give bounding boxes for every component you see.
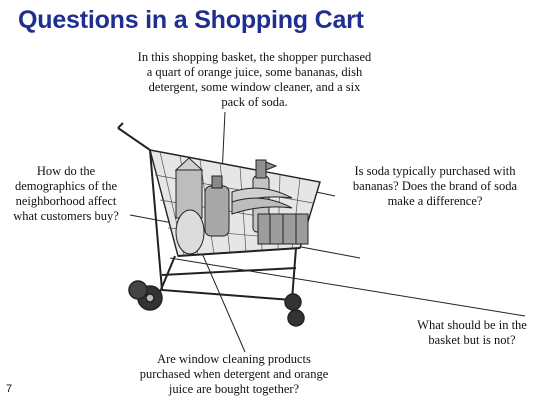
callout-window-cleaning: Are window cleaning products purchased w…	[139, 352, 329, 396]
callout-demographics: How do the demographics of the neighborh…	[13, 164, 119, 223]
groceries	[174, 157, 309, 255]
slide-title: Questions in a Shopping Cart	[18, 6, 364, 34]
slide-number: 7	[6, 383, 13, 395]
callout-soda-bananas: Is soda typically purchased with bananas…	[352, 164, 518, 208]
cart-wheels	[128, 280, 305, 327]
cart-frame	[117, 122, 301, 301]
callout-missing-items: What should be in the basket but is not?	[417, 318, 527, 347]
callout-basket-contents: In this shopping basket, the shopper pur…	[137, 50, 372, 109]
